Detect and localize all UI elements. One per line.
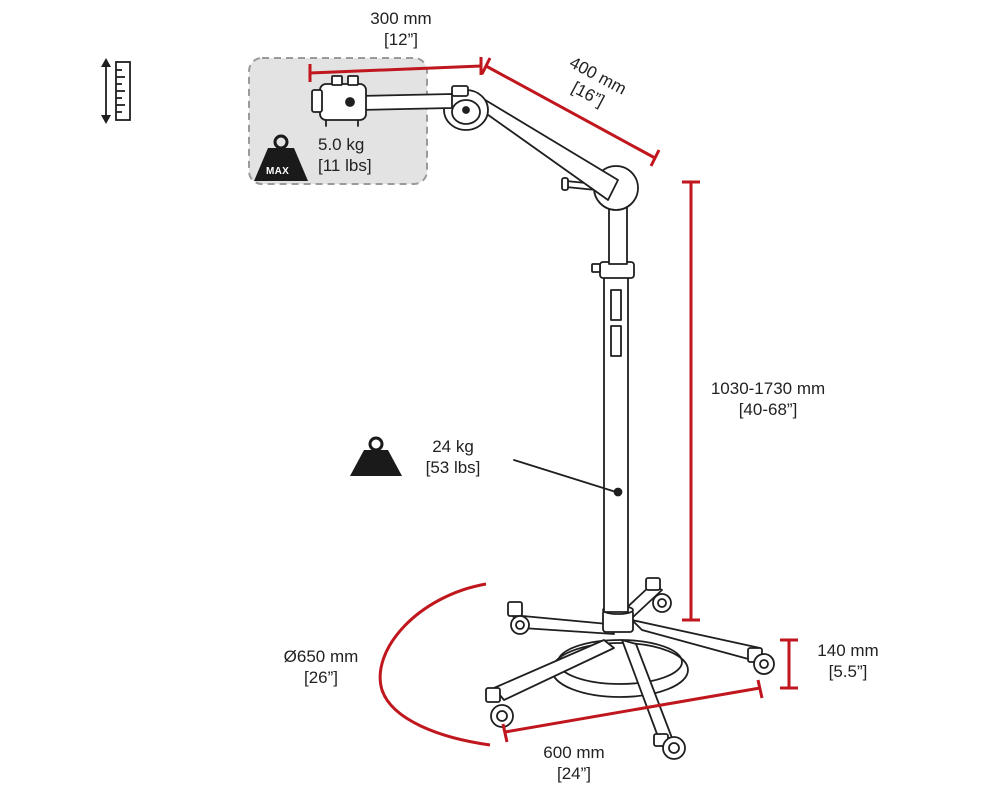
base-height-imperial: [5.5”] bbox=[828, 662, 868, 681]
short-arm bbox=[357, 93, 453, 111]
max-load-label: 5.0 kg [11 lbs] bbox=[318, 134, 372, 176]
height-metric: 1030-1730 mm bbox=[710, 379, 826, 398]
max-badge: MAX bbox=[266, 166, 290, 177]
arm-short-dimension-label: 300 mm [12”] bbox=[356, 8, 446, 50]
base-width-dimension-label: 600 mm [24”] bbox=[528, 742, 620, 784]
height-imperial: [40-68”] bbox=[738, 400, 798, 419]
base-plate bbox=[551, 642, 689, 698]
weight-max-icon bbox=[254, 134, 308, 181]
stand-weight-imperial: [53 lbs] bbox=[425, 458, 481, 477]
base-diameter-metric: Ø650 mm bbox=[283, 647, 359, 666]
ruler-vertical-arrows-icon bbox=[101, 58, 131, 124]
casters bbox=[485, 577, 775, 760]
base-diameter-dimension-label: Ø650 mm [26”] bbox=[266, 646, 376, 688]
max-load-imperial: [11 lbs] bbox=[318, 156, 372, 175]
weight-icon bbox=[350, 436, 402, 476]
dimension-lines bbox=[308, 57, 798, 747]
base-diameter-imperial: [26”] bbox=[303, 668, 339, 687]
stand-weight-label: 24 kg [53 lbs] bbox=[416, 436, 490, 478]
arm-short-metric: 300 mm bbox=[370, 9, 432, 28]
lower-column bbox=[603, 271, 629, 613]
stand-weight-metric: 24 kg bbox=[432, 437, 474, 456]
base-width-metric: 600 mm bbox=[543, 743, 605, 762]
base-height-dimension-label: 140 mm [5.5”] bbox=[806, 640, 890, 682]
max-load-metric: 5.0 kg bbox=[318, 135, 365, 154]
floor-stand-illustration bbox=[311, 75, 775, 760]
base-legs bbox=[493, 583, 761, 743]
base-width-imperial: [24”] bbox=[556, 764, 592, 783]
camera-mount bbox=[311, 75, 367, 127]
height-dimension-label: 1030-1730 mm [40-68”] bbox=[702, 378, 834, 420]
base-height-metric: 140 mm bbox=[817, 641, 879, 660]
arm-short-imperial: [12”] bbox=[383, 30, 419, 49]
